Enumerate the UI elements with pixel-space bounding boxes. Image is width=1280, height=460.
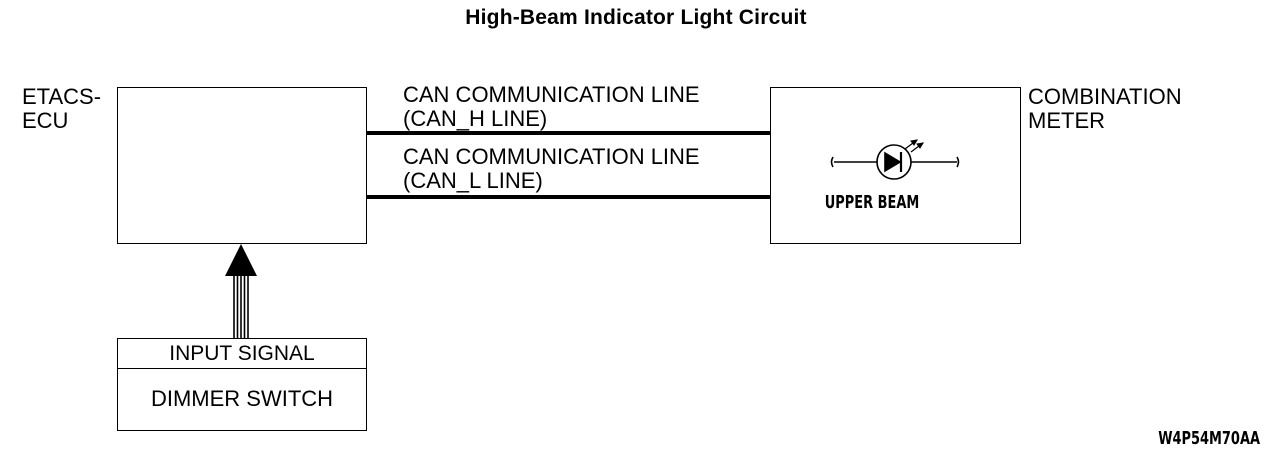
combination-meter-box [770, 87, 1021, 244]
upper-beam-label: UPPER BEAM [824, 192, 920, 213]
dimmer-switch-label: DIMMER SWITCH [150, 386, 334, 411]
diagram-title: High-Beam Indicator Light Circuit [465, 6, 807, 29]
ecu-label-line2: ECU [22, 108, 69, 133]
meter-label-line1: COMBINATION [1028, 84, 1182, 109]
input-signal-arrow [225, 244, 257, 338]
ecu-label-line1: ETACS- [22, 84, 102, 109]
meter-label-line2: METER [1028, 108, 1105, 133]
figure-code: W4P54M70AA [1158, 428, 1260, 449]
input-signal-label: INPUT SIGNAL [118, 339, 366, 369]
can-l-label-line1: CAN COMMUNICATION LINE [403, 144, 700, 169]
can-l-label-line2: (CAN_L LINE) [403, 168, 543, 193]
led-icon [830, 139, 960, 180]
dimmer-switch-box: INPUT SIGNAL DIMMER SWITCH [117, 338, 367, 431]
can-h-label-line1: CAN COMMUNICATION LINE [403, 82, 700, 107]
can-h-label-line2: (CAN_H LINE) [403, 106, 548, 131]
etacs-ecu-box [117, 87, 367, 244]
